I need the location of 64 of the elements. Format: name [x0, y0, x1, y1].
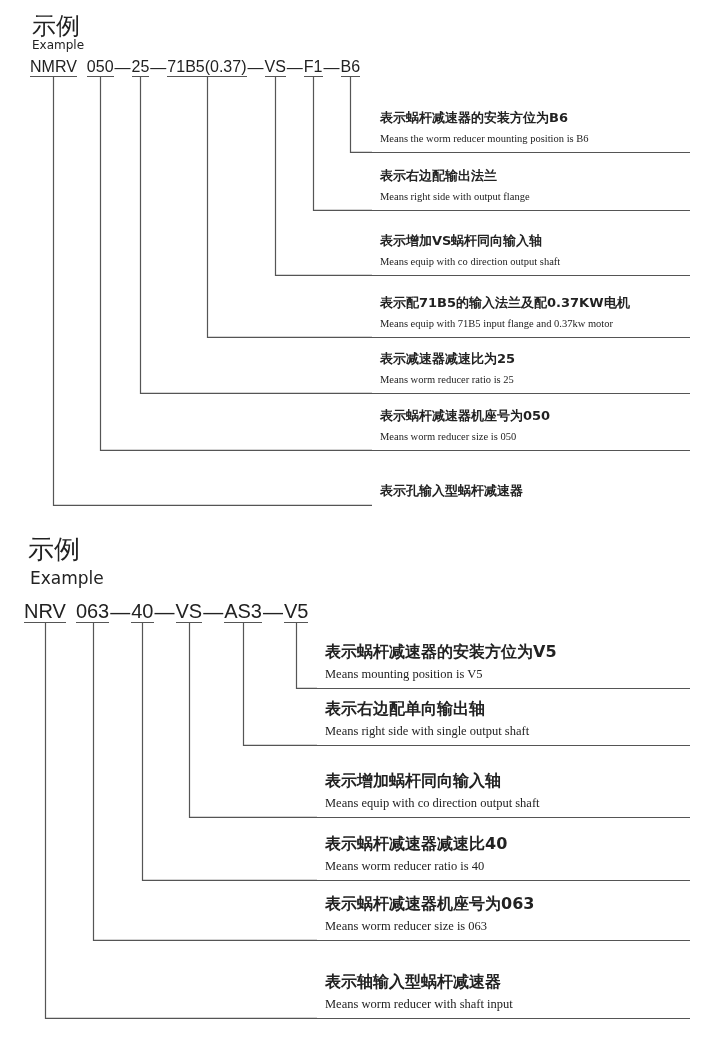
chinese-description: 表示轴输入型蜗杆减速器: [325, 972, 501, 993]
subheading: Example: [32, 38, 85, 52]
english-description: Means worm reducer ratio is 25: [380, 374, 514, 385]
leader-line: [349, 76, 373, 153]
code-segment: VS: [264, 58, 286, 77]
english-description: Means mounting position is V5: [325, 667, 483, 682]
chinese-description: 表示右边配单向输出轴: [325, 699, 485, 720]
leader-line: [139, 76, 373, 394]
chinese-description: 表示增加蜗杆同向输入轴: [325, 771, 501, 792]
leader-line: [242, 622, 318, 746]
leader-line: [206, 76, 373, 338]
chinese-description: 表示配71B5的输入法兰及配0.37KW电机: [380, 294, 630, 312]
chinese-description: 表示孔输入型蜗杆减速器: [380, 482, 523, 500]
heading: 示例: [28, 533, 80, 566]
chinese-description: 表示增加VS蜗杆同向输入轴: [380, 232, 543, 250]
english-description: Means equip with 71B5 input flange and 0.37kw motor: [380, 318, 613, 329]
chinese-description: 表示蜗杆减速器的安装方位为B6: [380, 109, 568, 127]
code-segment: VS: [175, 600, 203, 623]
chinese-description: 表示减速器减速比为25: [380, 350, 516, 368]
code-dash: —: [150, 59, 167, 77]
leader-line: [295, 622, 318, 689]
english-description: Means equip with co direction output shaft: [380, 256, 561, 267]
code-segment: F1: [303, 58, 323, 77]
subheading: Example: [30, 568, 104, 588]
leader-line: [99, 76, 373, 451]
leader-line: [92, 622, 318, 941]
code-dash: —: [263, 601, 283, 623]
leader-line: [44, 622, 318, 1019]
leader-line: [312, 76, 373, 211]
english-description: Means worm reducer size is 063: [325, 919, 488, 934]
chinese-description: 表示右边配输出法兰: [380, 167, 497, 185]
code-dash: —: [323, 59, 340, 77]
code-segment: AS3: [224, 600, 262, 623]
code-segment: 71B5(0.37): [167, 58, 247, 77]
english-description: Means equip with co direction output shaft: [325, 796, 540, 811]
code-segment: 25: [131, 58, 150, 77]
leader-line: [188, 622, 318, 818]
code-segment: 063: [75, 600, 110, 623]
code-segment: 050: [86, 58, 114, 77]
leader-line: [141, 622, 318, 881]
code-dash: —: [114, 59, 131, 77]
code-dash: —: [203, 601, 224, 623]
english-description: Means worm reducer ratio is 40: [325, 859, 485, 874]
code-dash: —: [154, 601, 175, 623]
code-segment: V5: [284, 600, 309, 623]
code-dash: —: [286, 59, 303, 77]
chinese-description: 表示蜗杆减速器减速比40: [325, 834, 508, 855]
chinese-description: 表示蜗杆减速器机座号为063: [325, 894, 535, 915]
chinese-description: 表示蜗杆减速器机座号为050: [380, 407, 551, 425]
english-description: Means right side with output flange: [380, 191, 530, 202]
chinese-description: 表示蜗杆减速器的安装方位为V5: [325, 642, 557, 663]
leader-line: [52, 76, 373, 506]
english-description: Means right side with single output shaft: [325, 724, 530, 739]
code-segment: NRV: [24, 600, 66, 623]
code-segment: B6: [340, 58, 361, 77]
code-dash: —: [110, 601, 131, 623]
english-description: Means worm reducer size is 050: [380, 431, 517, 442]
heading: 示例: [32, 11, 80, 40]
code-dash: —: [247, 59, 264, 77]
leader-line: [274, 76, 373, 276]
code-segment: 40: [131, 600, 154, 623]
code-segment: NMRV: [30, 58, 77, 77]
english-description: Means the worm reducer mounting position is B6: [380, 133, 589, 144]
english-description: Means worm reducer with shaft input: [325, 997, 513, 1012]
